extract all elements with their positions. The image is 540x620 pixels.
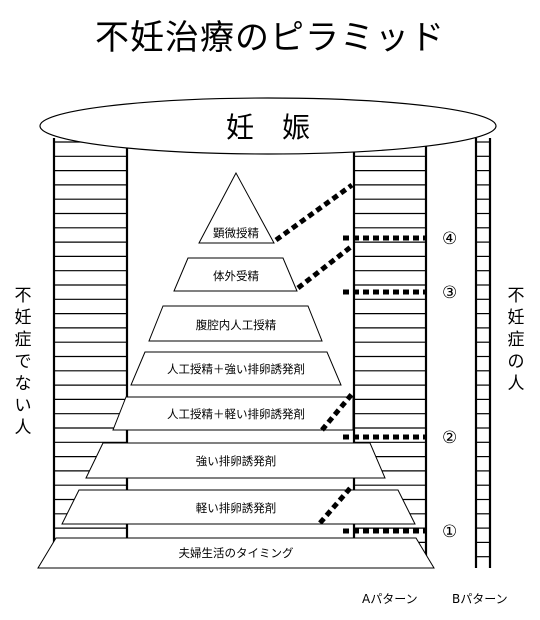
dotted-diagonal-1	[318, 484, 354, 525]
level-microinjection	[198, 171, 275, 244]
dotted-diagonal-3	[296, 244, 354, 290]
pregnancy-ellipse	[39, 97, 497, 155]
dotted-diagonal-2	[320, 392, 354, 432]
level-label-ivf: 体外受精	[213, 269, 259, 283]
level-ivf	[173, 257, 298, 292]
marker-3: ③	[442, 283, 457, 303]
level-ai-strong	[130, 351, 342, 386]
left-vertical-label: 不 妊 症 で な い 人	[14, 286, 32, 438]
level-ai-mild	[112, 396, 354, 431]
pattern-a-label: Aパターン	[362, 592, 418, 606]
left-ladder	[52, 138, 129, 568]
level-label-intraperitoneal: 腹腔内人工授精	[196, 318, 277, 332]
level-label-ai-mild: 人工授精＋軽い排卵誘発剤	[167, 407, 305, 421]
level-label-strong-ovulation: 強い排卵誘発剤	[196, 454, 277, 468]
marker-4: ④	[442, 229, 457, 249]
marker-1: ①	[442, 522, 457, 542]
level-label-timing: 夫婦生活のタイミング	[179, 546, 294, 560]
level-strong-ovulation	[85, 442, 386, 479]
page-title: 不妊治療のピラミッド	[95, 18, 445, 58]
dotted-diagonal-4	[274, 182, 354, 243]
level-label-mild-ovulation: 軽い排卵誘発剤	[196, 501, 277, 515]
level-intraperitoneal	[148, 305, 323, 342]
pregnancy-label: 妊 娠	[226, 111, 310, 144]
level-label-ai-strong: 人工授精＋強い排卵誘発剤	[167, 362, 305, 376]
ladder-b	[474, 138, 492, 568]
pattern-b-label: Bパターン	[452, 592, 508, 606]
level-label-microinjection: 顕微授精	[213, 226, 259, 240]
marker-2: ②	[442, 428, 457, 448]
level-timing	[37, 537, 435, 569]
right-vertical-label: 不 妊 症 の 人	[507, 286, 525, 394]
